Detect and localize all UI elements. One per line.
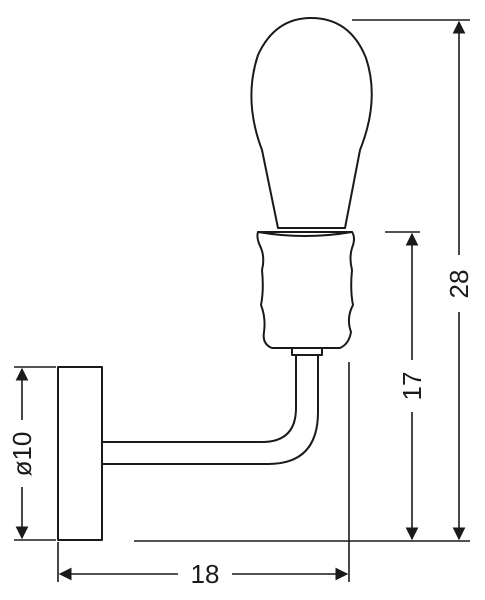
wall-plate xyxy=(57,366,103,541)
lamp-socket xyxy=(256,231,355,349)
dim-label-17: 17 xyxy=(397,372,427,401)
lamp-arm-inner xyxy=(101,354,319,465)
socket-top-ring xyxy=(257,231,353,237)
edison-bulb xyxy=(250,17,373,229)
dim-label-18: 18 xyxy=(191,559,220,589)
arm-collar xyxy=(291,347,323,356)
dim-label-28: 28 xyxy=(444,270,474,299)
lamp-arm xyxy=(101,354,297,443)
dim-label-diameter-10: ø10 xyxy=(7,432,37,477)
